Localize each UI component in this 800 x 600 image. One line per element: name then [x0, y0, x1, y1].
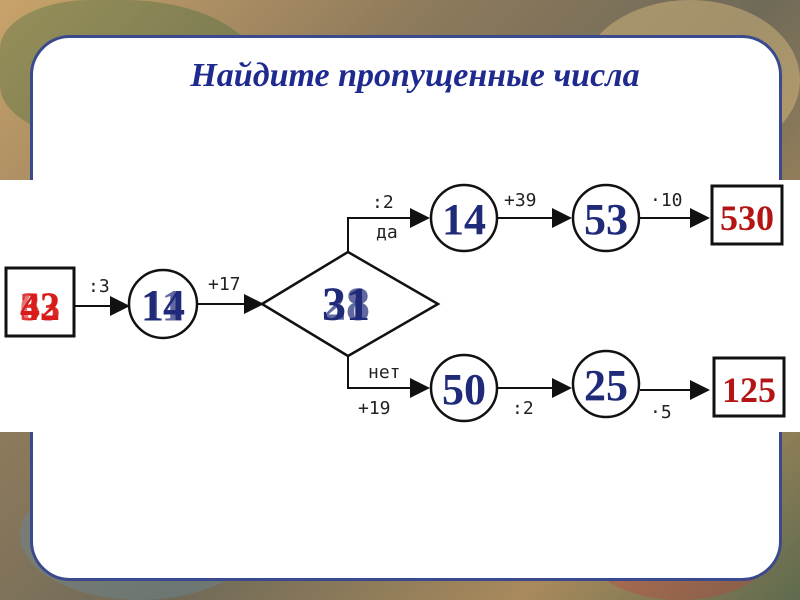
- start-value-3: 63: [20, 284, 60, 329]
- step2-value-overlay: 28: [322, 278, 370, 331]
- yes-result-box: [710, 184, 784, 246]
- step2-value: 31: [322, 278, 370, 331]
- slide-title: Найдите пропущенные числа: [190, 57, 640, 94]
- op-div3-label: :3: [88, 276, 110, 297]
- yes-v1: 14: [442, 195, 486, 244]
- step1-value-overlay: 11: [142, 281, 184, 330]
- node-yes-1: [429, 183, 499, 253]
- decision-diamond: [259, 250, 441, 358]
- node-step1: [127, 268, 199, 340]
- no-label: нет: [368, 362, 401, 383]
- op-plus17-label: +17: [208, 274, 241, 295]
- no-v2: 25: [584, 361, 628, 410]
- op-plus19-label: +19: [358, 398, 391, 419]
- no-v1: 50: [442, 365, 486, 414]
- start-value-1: 42: [20, 284, 60, 329]
- arrow-yes-div2: [347, 208, 430, 252]
- yes-result: 530: [720, 198, 774, 238]
- no-result-box: [712, 356, 786, 418]
- node-yes-2: [571, 183, 641, 253]
- node-no-1: [429, 353, 499, 423]
- op-times5-label: ·5: [650, 402, 672, 423]
- node-no-2: [571, 349, 641, 419]
- step1-value: 14: [141, 281, 185, 330]
- arrow-no-plus19: [347, 356, 430, 398]
- start-box: [4, 266, 76, 338]
- op-plus39-label: +39: [504, 190, 537, 211]
- op-no-div2-label: :2: [512, 398, 534, 419]
- op-times10-label: ·10: [650, 190, 683, 211]
- op-yes-div2-label: :2: [372, 192, 394, 213]
- start-value-2: 33: [20, 284, 60, 329]
- flow-diagram: 42 33 63 :3 14 11 +17 31 28 :2 да 14 +39…: [4, 183, 786, 423]
- yes-label: да: [376, 222, 398, 243]
- no-result: 125: [722, 370, 776, 410]
- yes-v2: 53: [584, 195, 628, 244]
